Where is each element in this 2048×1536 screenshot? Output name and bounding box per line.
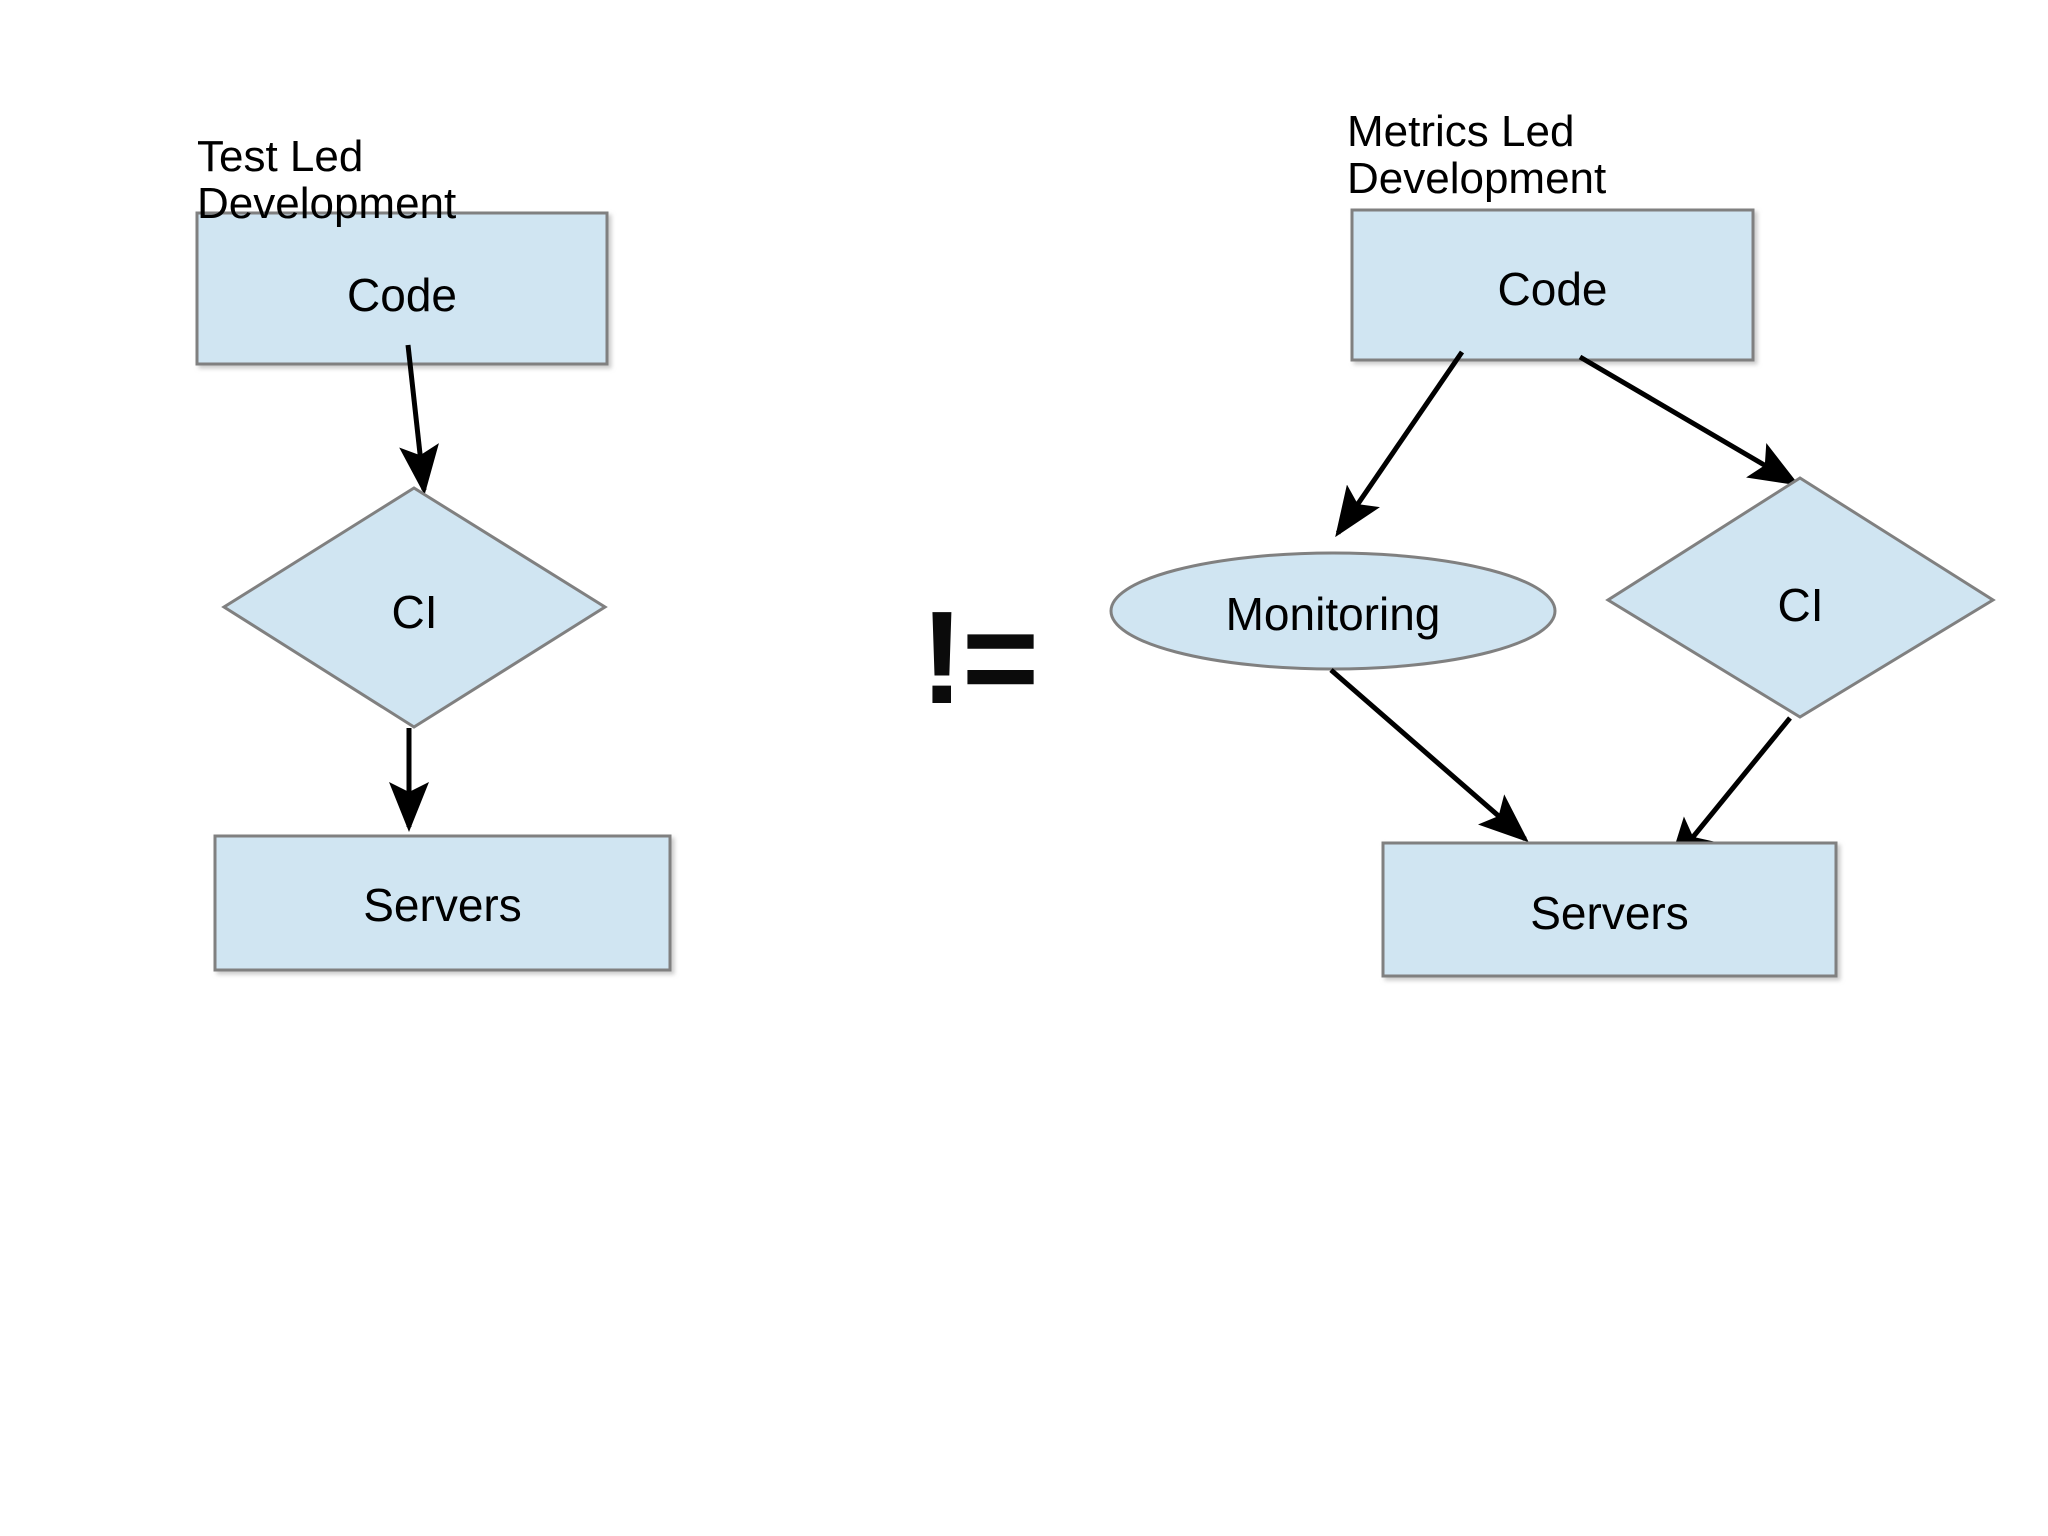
left-code-box[interactable] [195,211,609,366]
left-edge-code-to-ci [399,344,439,495]
right-edge-code-to-monitoring [1335,350,1465,538]
right-flow-group [1109,208,1996,978]
left-flow-title-line2: Development [197,179,457,229]
left-ci-diamond[interactable] [221,486,608,729]
right-edge-ci-to-servers [1667,716,1792,868]
right-ci-label: CI [1777,579,1824,631]
right-ci-diamond[interactable] [1605,476,1996,719]
right-servers-label: Servers [1530,887,1689,939]
right-flow-title-line2: Development [1347,154,1607,204]
left-code-label: Code [347,269,457,321]
right-flow-title-line1: Metrics Led [1347,107,1575,156]
not-equal-operator: != [920,584,1039,731]
right-edge-code-to-ci [1578,354,1800,486]
right-servers-box[interactable] [1381,841,1838,978]
right-edge-monitoring-to-servers [1329,668,1529,843]
right-monitoring-label: Monitoring [1225,588,1441,640]
right-code-box[interactable] [1350,208,1755,362]
left-servers-label: Servers [363,879,522,931]
left-ci-label: CI [391,586,438,638]
left-servers-box[interactable] [213,834,672,972]
left-flow-group [195,211,672,972]
right-code-label: Code [1497,263,1608,315]
left-flow-title-line1: Test Led [197,132,364,181]
